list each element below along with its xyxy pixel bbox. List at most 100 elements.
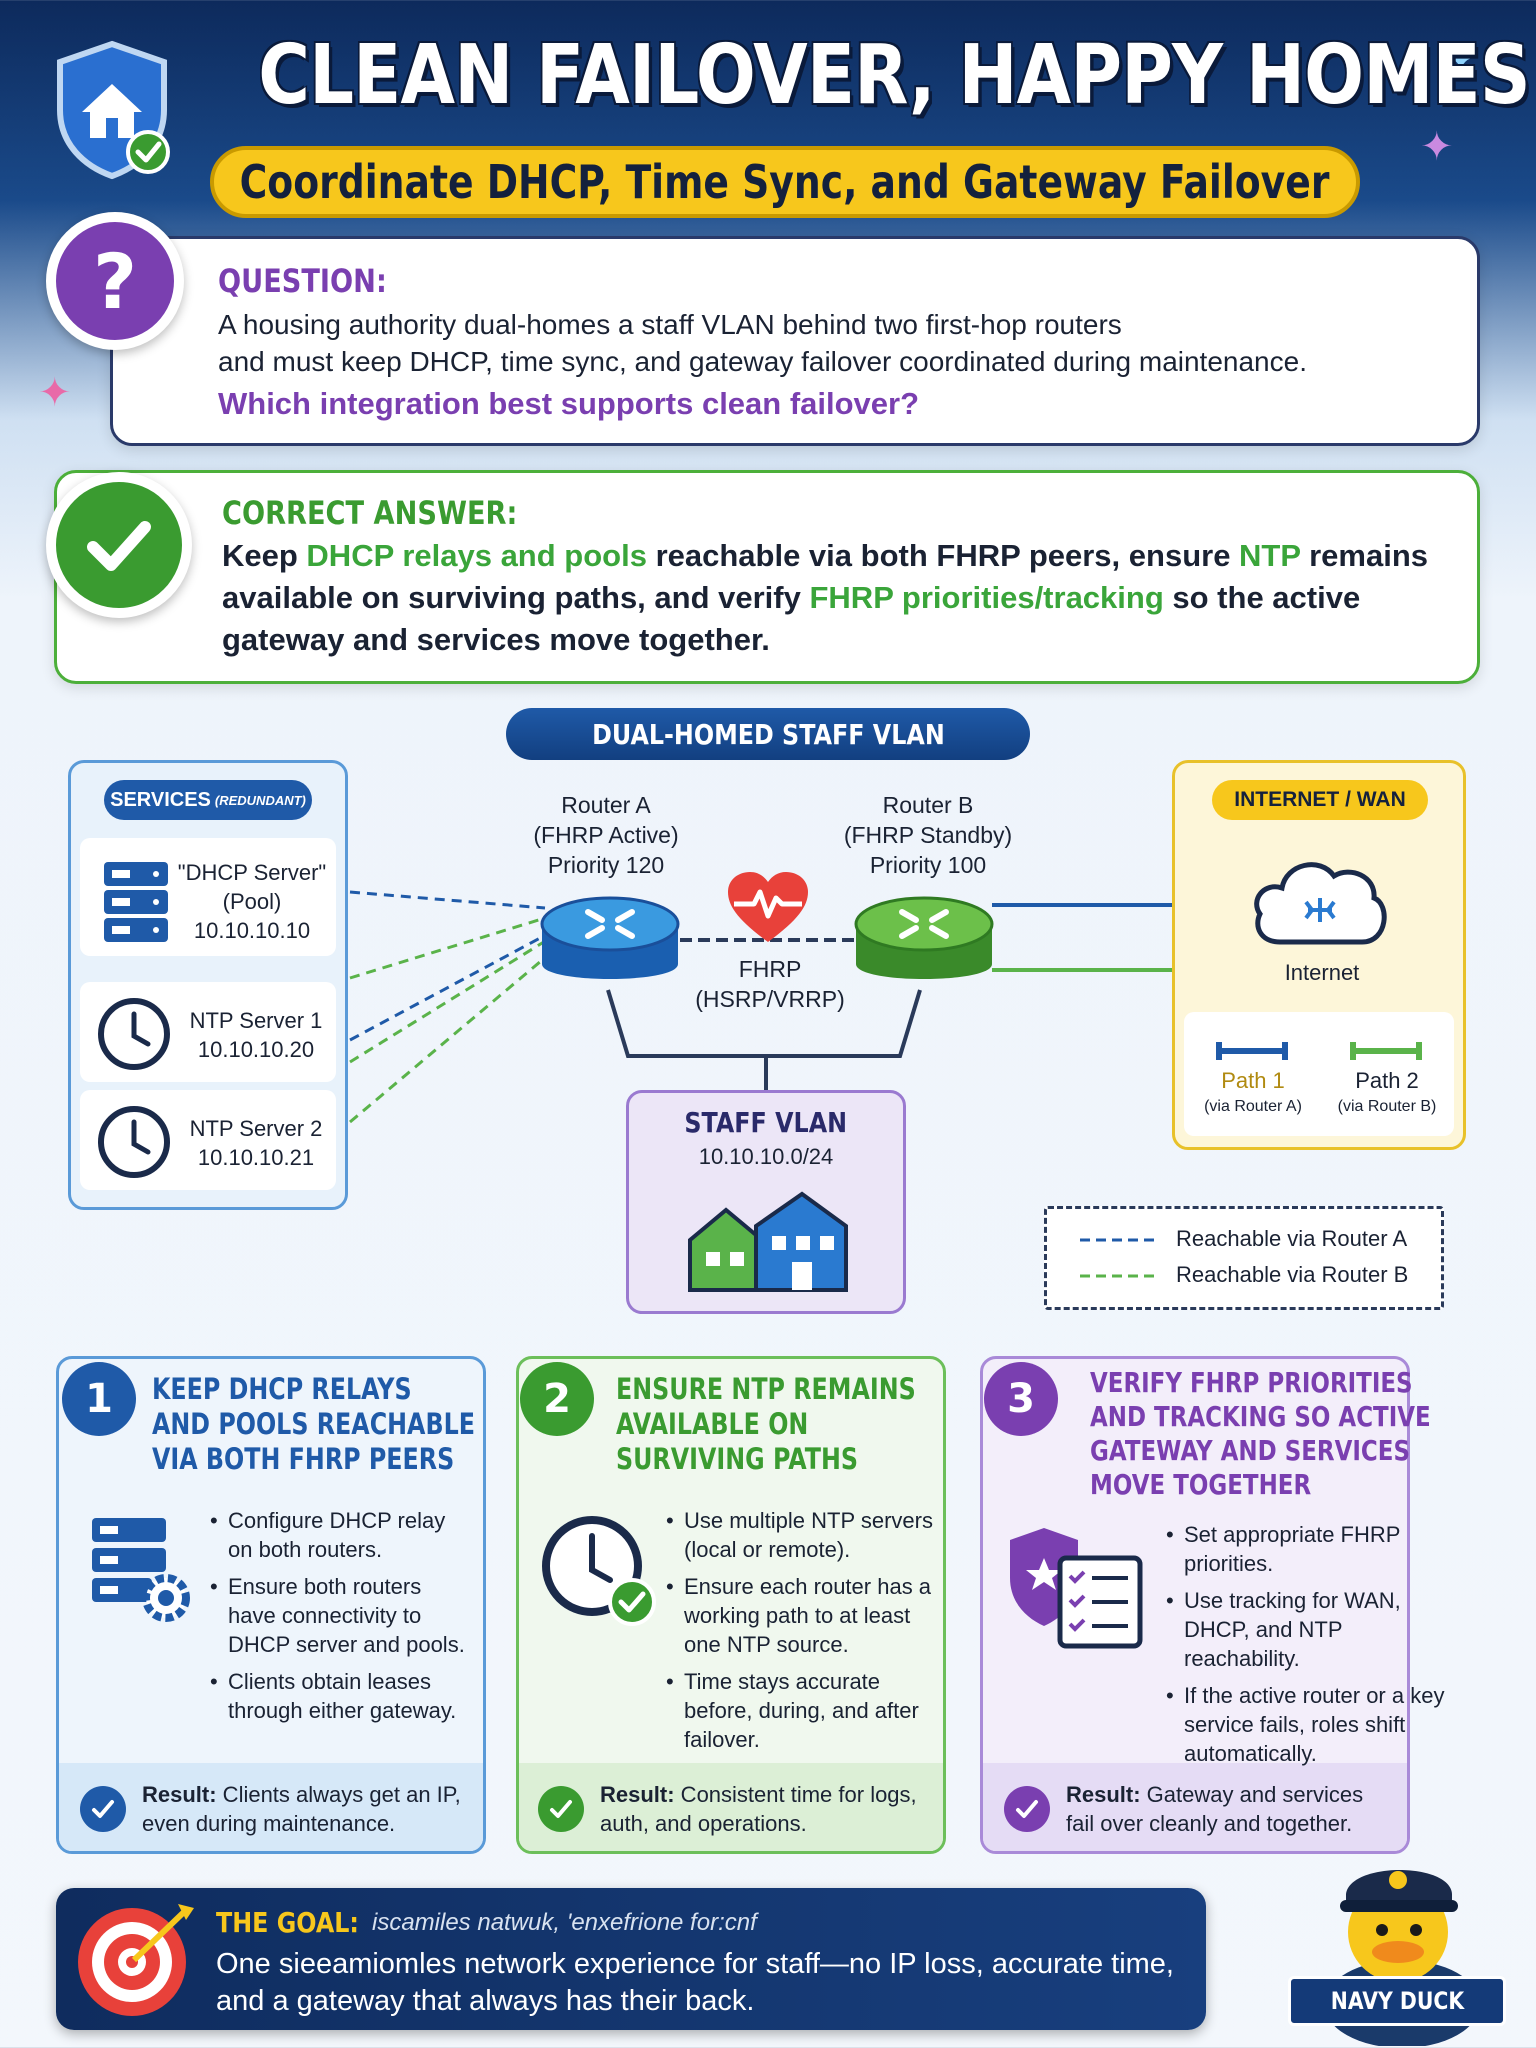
result-text: Consistent time for logs, auth, and oper… xyxy=(600,1782,917,1836)
step-number: 2 xyxy=(520,1362,594,1436)
answer-fragment: remains available on surviving paths, an… xyxy=(222,538,1429,615)
subtitle-banner: Coordinate DHCP, Time Sync, and Gateway … xyxy=(210,146,1360,218)
subtitle-text: Coordinate DHCP, Time Sync, and Gateway … xyxy=(240,155,1330,209)
internet-label: Internet xyxy=(1284,960,1360,985)
ntp-link-a xyxy=(349,928,556,1042)
dhcp-pool: (Pool) xyxy=(222,889,282,914)
page-title: CLEAN FAILOVER, HAPPY HOMES! xyxy=(258,28,1536,123)
staff-vlan-title-text: STAFF VLAN xyxy=(684,1106,848,1139)
sparkle-icon: ✦ xyxy=(38,371,72,415)
router-a-label: Router A (FHRP Active) Priority 120 xyxy=(506,790,706,880)
mascot-tag-text: NAVY DUCK xyxy=(1330,1987,1464,2015)
router-a-name: Router A xyxy=(561,792,651,818)
fhrp-name: FHRP xyxy=(738,956,802,982)
clock-icon xyxy=(98,998,170,1070)
step-bullets: Configure DHCP relay on both routers. En… xyxy=(210,1506,474,1733)
result-label: Result: xyxy=(600,1782,675,1807)
question-text: A housing authority dual-homes a staff V… xyxy=(218,306,1438,380)
step-number: 3 xyxy=(984,1362,1058,1436)
goal-line: and a gateway that always has their back… xyxy=(216,1985,755,2017)
services-header: SERVICES(REDUNDANT) xyxy=(104,780,312,820)
diagram-title: DUAL-HOMED STAFF VLAN xyxy=(506,708,1030,760)
bullet-item: Clients obtain leases through either gat… xyxy=(210,1667,474,1725)
check-icon xyxy=(1004,1786,1050,1832)
question-card xyxy=(110,236,1480,446)
result-band xyxy=(59,1763,483,1851)
goal-text: One sieeamiomles network experience for … xyxy=(216,1946,1196,2020)
fhrp-protocols: (HSRP/VRRP) xyxy=(695,986,845,1012)
house-shield-icon xyxy=(57,40,170,180)
step-bullets: Set appropriate FHRP priorities. Use tra… xyxy=(1166,1520,1456,1776)
step-title-line: AVAILABLE ON xyxy=(616,1407,809,1441)
step-result: Result: Clients always get an IP, even d… xyxy=(142,1780,472,1838)
result-band xyxy=(983,1763,1407,1851)
step-title-line: VIA BOTH FHRP PEERS xyxy=(152,1442,455,1476)
ntp2-link-b xyxy=(349,933,556,1064)
result-label: Result: xyxy=(142,1782,217,1807)
services-header-small: (REDUNDANT) xyxy=(214,792,306,808)
answer-fragment: Keep xyxy=(222,538,307,573)
path-2-name: Path 2 xyxy=(1355,1068,1419,1093)
wan-paths-box xyxy=(1184,1012,1454,1136)
goal-label: THE GOAL: xyxy=(216,1906,384,1939)
step-number: 1 xyxy=(62,1362,136,1436)
step-title-line: AND TRACKING SO ACTIVE xyxy=(1090,1400,1431,1433)
question-ask: Which integration best supports clean fa… xyxy=(218,386,920,421)
bullet-item: Ensure both routers have connectivity to… xyxy=(210,1572,474,1659)
result-text: Clients always get an IP, even during ma… xyxy=(142,1782,461,1836)
dhcp-ip: 10.10.10.10 xyxy=(193,918,311,943)
answer-card xyxy=(54,470,1480,684)
step-title-line: GATEWAY AND SERVICES xyxy=(1090,1434,1410,1467)
router-a-priority: Priority 120 xyxy=(547,852,665,878)
step-result: Result: Consistent time for logs, auth, … xyxy=(600,1780,930,1838)
dhcp-name: "DHCP Server" xyxy=(177,860,327,885)
step-title: ENSURE NTP REMAINS AVAILABLE ON SURVIVIN… xyxy=(616,1372,916,1477)
goal-line: One sieeamiomles network experience for … xyxy=(216,1948,1174,1980)
bullet-item: If the active router or a key service fa… xyxy=(1166,1681,1456,1768)
ntp1-name: NTP Server 1 xyxy=(189,1008,323,1033)
router-a-icon xyxy=(540,896,680,979)
dhcp-link-a xyxy=(349,890,546,910)
dhcp-server-label: "DHCP Server" (Pool) 10.10.10.10 xyxy=(170,858,334,945)
router-b-icon xyxy=(854,896,994,979)
bullet-item: Use tracking for WAN, DHCP, and NTP reac… xyxy=(1166,1586,1456,1673)
checkmark-icon xyxy=(46,472,192,618)
ntp2-name: NTP Server 2 xyxy=(189,1116,323,1141)
router-a-role: (FHRP Active) xyxy=(533,822,679,848)
sparkle-icon: ✦ xyxy=(1420,125,1454,169)
staff-vlan-subnet: 10.10.10.0/24 xyxy=(698,1144,834,1169)
step-result: Result: Gateway and services fail over c… xyxy=(1066,1780,1396,1838)
router-b-label: Router B (FHRP Standby) Priority 100 xyxy=(828,790,1028,880)
answer-fragment: reachable via both FHRP peers, ensure xyxy=(646,538,1240,573)
answer-highlight: FHRP priorities/tracking xyxy=(809,580,1164,615)
check-icon xyxy=(80,1786,126,1832)
answer-highlight: NTP xyxy=(1239,538,1301,573)
path-b-icon xyxy=(1350,1042,1422,1060)
bullet-item: Configure DHCP relay on both routers. xyxy=(210,1506,474,1564)
question-line: and must keep DHCP, time sync, and gatew… xyxy=(218,346,1307,377)
clock-icon xyxy=(98,1106,170,1178)
step-title: KEEP DHCP RELAYS AND POOLS REACHABLE VIA… xyxy=(152,1372,475,1477)
services-header-text: SERVICES xyxy=(110,788,211,811)
question-line: A housing authority dual-homes a staff V… xyxy=(218,309,1122,340)
staff-vlan-title: STAFF VLAN xyxy=(626,1106,906,1139)
staff-vlan-box xyxy=(626,1090,906,1314)
goal-banner xyxy=(56,1888,1206,2030)
sparkle-icon: ✦ xyxy=(1444,37,1478,81)
path-1-label: Path 1 (via Router A) xyxy=(1190,1068,1316,1116)
step-bullets: Use multiple NTP servers (local or remot… xyxy=(666,1506,936,1762)
ntp2-ip: 10.10.10.21 xyxy=(197,1145,315,1170)
ntp2-link-alt xyxy=(349,943,561,1124)
shield-checklist-icon xyxy=(1010,1528,1143,1649)
wan-header: INTERNET / WAN xyxy=(1212,780,1428,820)
bullet-item: Use multiple NTP servers (local or remot… xyxy=(666,1506,936,1564)
result-text: Gateway and services fail over cleanly a… xyxy=(1066,1782,1364,1836)
goal-label-text: THE GOAL: xyxy=(216,1906,359,1939)
mascot-tag: NAVY DUCK xyxy=(1288,1976,1506,2026)
server-gear-icon xyxy=(92,1518,190,1622)
legend-swatches xyxy=(1080,1238,1160,1278)
legend-b: Reachable via Router B xyxy=(1176,1262,1409,1287)
path-1-sub: (via Router A) xyxy=(1204,1098,1302,1115)
bullet-item: Time stays accurate before, during, and … xyxy=(666,1667,936,1754)
answer-text: Keep DHCP relays and pools reachable via… xyxy=(222,535,1452,661)
